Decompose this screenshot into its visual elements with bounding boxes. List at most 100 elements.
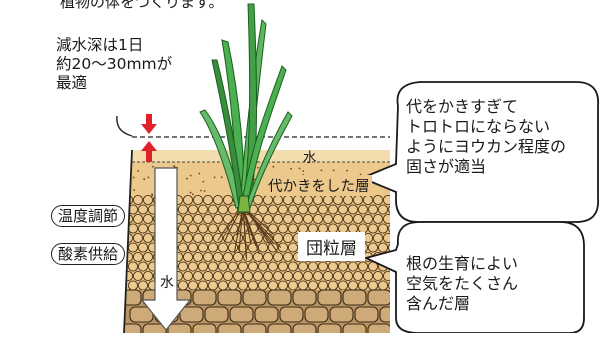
soil-aggregate [187, 261, 199, 272]
subsoil-stone [267, 289, 292, 306]
callout-roots-line3: 含んだ層 [406, 294, 471, 313]
soil-aggregate [187, 223, 199, 234]
soil-aggregate [367, 280, 379, 291]
soil-aggregate [272, 213, 284, 225]
subsoil-stone [317, 289, 342, 306]
soil-dot [189, 191, 192, 194]
soil-aggregate [192, 232, 204, 244]
soil-aggregate [222, 194, 234, 206]
water-flow-arrow-icon [140, 167, 192, 331]
soil-aggregate [137, 204, 149, 215]
soil-aggregate [347, 204, 359, 215]
soil-aggregate [377, 242, 389, 253]
soil-dot [132, 176, 135, 179]
soil-aggregate [142, 251, 154, 263]
soil-aggregate [387, 280, 390, 291]
soil-aggregate [212, 213, 224, 225]
soil-aggregate [337, 280, 349, 291]
soil-aggregate [192, 270, 204, 282]
soil-aggregate [317, 261, 329, 272]
soil-aggregate [347, 280, 359, 291]
soil-aggregate [212, 270, 224, 282]
soil-aggregate [137, 280, 149, 291]
soil-dot [173, 165, 175, 167]
soil-left-edge [123, 149, 133, 334]
soil-aggregate [342, 213, 354, 225]
soil-aggregate [332, 194, 344, 206]
soil-aggregate [252, 270, 264, 282]
soil-aggregate [182, 251, 194, 263]
soil-aggregate [312, 270, 324, 282]
soil-aggregate [202, 251, 214, 263]
subsoil-stone [124, 289, 142, 306]
soil-aggregate [332, 270, 344, 282]
soil-aggregate [267, 223, 279, 234]
soil-dot [151, 194, 154, 197]
red-down-arrow-icon [141, 114, 157, 134]
callout-puddling-line2: トロトロにならない [406, 117, 551, 136]
soil-aggregate [257, 280, 269, 291]
soil-aggregate [227, 280, 239, 291]
note-leader [116, 115, 133, 137]
callout-puddling-line4: 固さが適当 [406, 157, 487, 176]
oxygen-tag: 酸素供給 [51, 243, 126, 265]
soil-aggregate [262, 251, 274, 263]
soil-dot [359, 173, 362, 176]
subsoil-stone [329, 306, 354, 323]
soil-aggregate [327, 280, 339, 291]
soil-aggregate [124, 270, 134, 282]
soil-aggregate [132, 232, 144, 244]
soil-aggregate [387, 223, 390, 234]
soil-aggregate [382, 194, 390, 206]
soil-aggregate [262, 213, 274, 225]
soil-dot [203, 190, 206, 192]
soil-aggregate [367, 204, 379, 215]
soil-aggregate [257, 204, 269, 215]
soil-aggregate [312, 194, 324, 206]
puddled-layer-label: 代かきをした層 [266, 175, 372, 196]
soil-aggregate [292, 270, 304, 282]
drainage-note: 減水深は1日 約20〜30mmが 最適 [56, 36, 172, 93]
subsoil-stone [179, 306, 204, 323]
soil-aggregate [197, 261, 209, 272]
soil-aggregate [127, 280, 139, 291]
soil-aggregate [207, 280, 219, 291]
soil-dot [133, 189, 136, 192]
red-up-arrow-icon [141, 141, 157, 162]
subsoil-stone [367, 323, 390, 333]
subsoil-stone [342, 323, 367, 333]
soil-aggregate [362, 270, 374, 282]
soil-aggregate [282, 213, 294, 225]
soil-aggregate [282, 194, 294, 206]
soil-aggregate [192, 251, 204, 263]
soil-aggregate [212, 251, 224, 263]
subsoil-stone [379, 306, 390, 323]
subsoil-stone [229, 306, 254, 323]
subsoil-stone [167, 323, 192, 333]
soil-dot [220, 176, 223, 179]
soil-aggregate [382, 270, 390, 282]
soil-aggregate [357, 280, 369, 291]
callout-roots-line2: 空気をたくさん [406, 274, 519, 293]
soil-aggregate [322, 194, 334, 206]
soil-aggregate [207, 242, 219, 253]
soil-aggregate [127, 223, 139, 234]
soil-aggregate [242, 270, 254, 282]
soil-aggregate [222, 213, 234, 225]
soil-aggregate [352, 213, 364, 225]
callout-puddling-line3: ようにヨウカン程度の [406, 137, 567, 156]
soil-aggregate [177, 280, 189, 291]
subsoil-stones [124, 289, 390, 333]
soil-aggregate [367, 242, 379, 253]
soil-aggregate [277, 223, 289, 234]
soil-aggregate [272, 232, 284, 244]
soil-aggregate [282, 232, 294, 244]
soil-aggregate [137, 242, 149, 253]
soil-dot [298, 167, 301, 170]
soil-aggregate [182, 194, 194, 206]
soil-aggregate [257, 261, 269, 272]
subsoil-stone [354, 306, 379, 323]
soil-aggregate [217, 261, 229, 272]
soil-aggregate [217, 242, 229, 253]
